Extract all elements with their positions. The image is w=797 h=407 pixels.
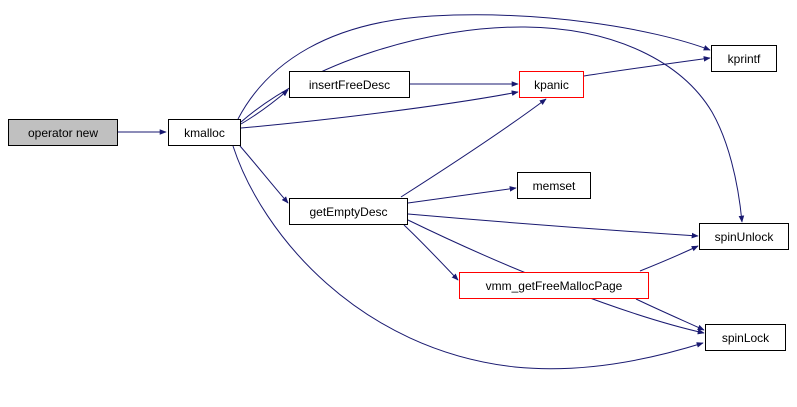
graph-node-kmalloc[interactable]: kmalloc <box>168 119 241 146</box>
edge-vmm_getFreeMallocPage-to-spinUnlock <box>639 245 699 272</box>
edge-kmalloc-to-getEmptyDesc <box>239 145 289 204</box>
graph-node-getEmptyDesc[interactable]: getEmptyDesc <box>289 198 408 225</box>
edge-kmalloc-to-kprintf <box>237 14 711 120</box>
edge-kmalloc-to-insertFreeDesc <box>240 89 289 125</box>
graph-node-memset[interactable]: memset <box>517 172 591 199</box>
edge-getEmptyDesc-to-kpanic <box>400 98 547 198</box>
graph-node-operator_new: operator new <box>8 119 118 146</box>
graph-node-kpanic[interactable]: kpanic <box>519 71 584 98</box>
edge-vmm_getFreeMallocPage-to-spinLock <box>635 298 705 331</box>
edge-kmalloc-to-spinLock <box>232 145 704 370</box>
edge-group <box>118 14 745 370</box>
graph-node-spinUnlock[interactable]: spinUnlock <box>699 223 789 250</box>
edge-kmalloc-to-spinUnlock <box>240 26 745 223</box>
edge-kpanic-to-kprintf <box>583 56 711 77</box>
edge-getEmptyDesc-to-memset <box>407 186 517 204</box>
graph-node-kprintf[interactable]: kprintf <box>711 45 777 72</box>
graph-node-vmm_getFreeMallocPage[interactable]: vmm_getFreeMallocPage <box>459 272 649 299</box>
graph-node-spinLock[interactable]: spinLock <box>705 324 786 351</box>
graph-node-insertFreeDesc[interactable]: insertFreeDesc <box>289 71 410 98</box>
edge-getEmptyDesc-to-vmm_getFreeMallocPage <box>403 224 459 281</box>
edge-kmalloc-to-kpanic <box>240 90 519 129</box>
edge-getEmptyDesc-to-spinUnlock <box>407 213 699 239</box>
